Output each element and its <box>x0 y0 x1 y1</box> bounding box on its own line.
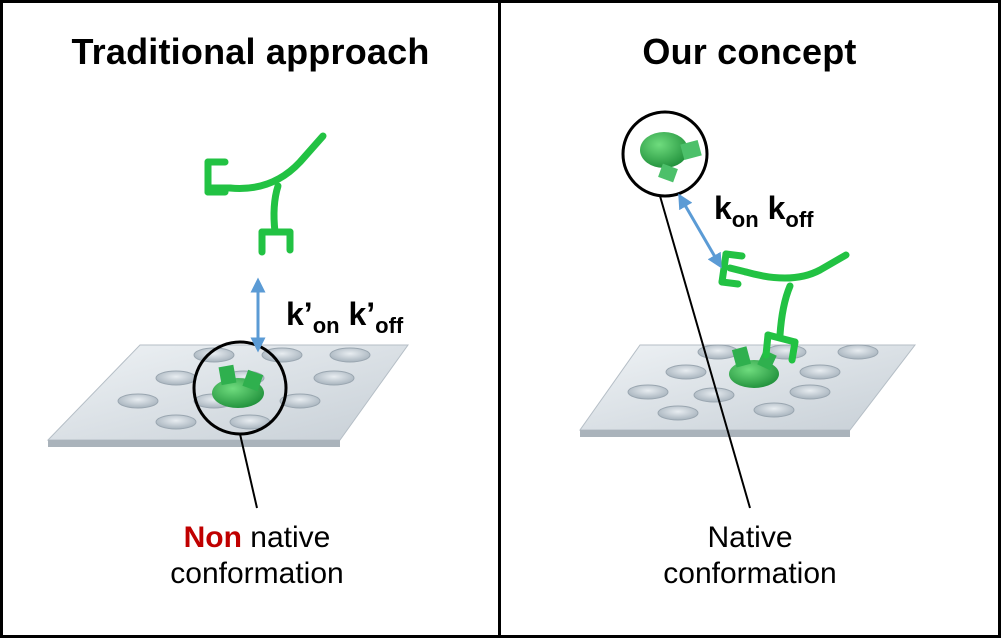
kon-subscript: on <box>731 207 759 232</box>
kon-prime-subscript: on <box>312 313 340 338</box>
caption-highlight-non: Non <box>183 521 242 554</box>
kon-symbol: k <box>714 190 732 226</box>
rate-constants-left: k’on k’off <box>286 296 403 339</box>
right-panel: Our concept <box>498 0 1001 638</box>
caption-native-word: native <box>241 521 331 554</box>
koff-symbol: k <box>767 190 786 226</box>
left-panel-title: Traditional approach <box>71 31 430 72</box>
right-panel-title: Our concept <box>642 31 857 72</box>
caption-conformation-left: conformation <box>170 557 344 590</box>
antibody-left <box>204 132 327 256</box>
right-caption: Native conformation <box>590 520 910 592</box>
antigen-left <box>212 364 264 408</box>
highlight-circle-right <box>621 110 709 198</box>
rate-constants-right: kon koff <box>714 190 813 233</box>
pointer-line-left <box>239 433 258 509</box>
kon-prime-symbol: k’ <box>286 296 313 332</box>
antigen-right-bound <box>729 346 779 388</box>
koff-prime-subscript: off <box>375 313 404 338</box>
antibody-right <box>718 250 850 364</box>
antigen-right-native <box>640 132 702 183</box>
left-caption: Non native conformation <box>97 520 417 592</box>
koff-subscript: off <box>785 207 814 232</box>
pointer-line-right <box>659 195 751 509</box>
koff-prime-symbol: k’ <box>348 296 376 332</box>
binding-arrow-right <box>678 193 722 269</box>
caption-native: Native <box>707 521 793 554</box>
plate-wells-right <box>627 344 879 421</box>
caption-conformation-right: conformation <box>663 557 837 590</box>
